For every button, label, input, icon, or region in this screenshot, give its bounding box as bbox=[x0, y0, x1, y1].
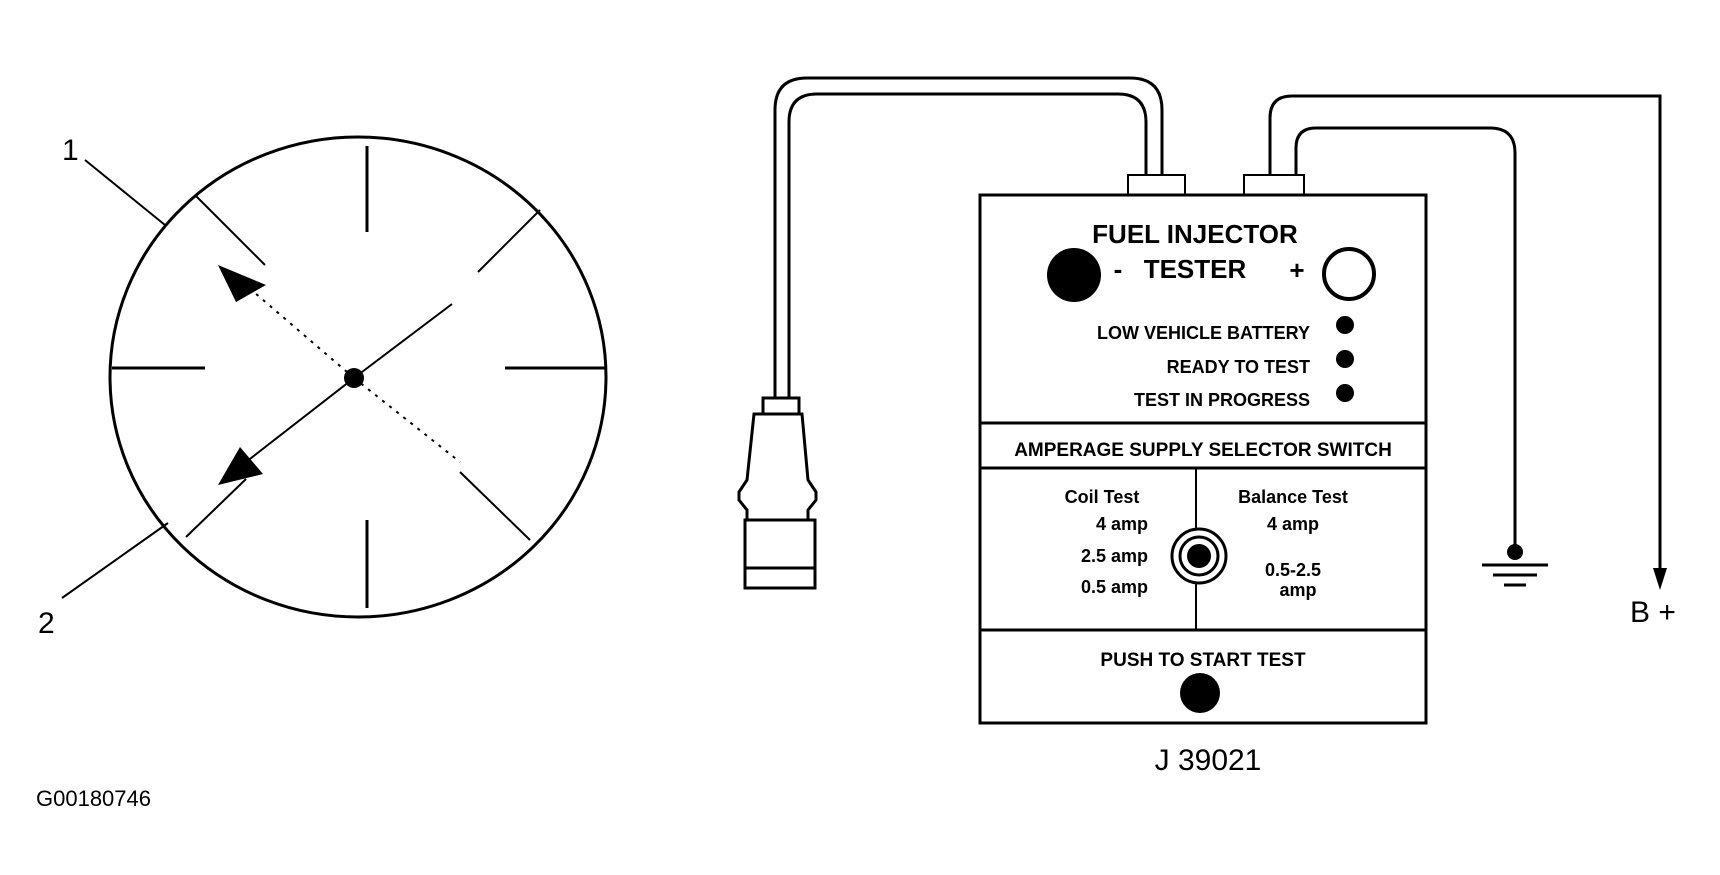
figure-id: G00180746 bbox=[36, 786, 151, 811]
tester-title-line1: FUEL INJECTOR bbox=[1092, 219, 1298, 249]
power-connector bbox=[1243, 174, 1305, 196]
solid-needle-arrowhead bbox=[218, 447, 263, 485]
b-plus-arrowhead bbox=[1653, 568, 1667, 590]
indicator-ready-led bbox=[1336, 350, 1354, 368]
balance-option-range-unit: amp bbox=[1279, 580, 1316, 600]
dial-tick-lower-right bbox=[459, 471, 531, 541]
push-to-start-button[interactable] bbox=[1180, 673, 1220, 713]
tester-model-number: J 39021 bbox=[1155, 744, 1262, 777]
balance-option-range: 0.5-2.5 bbox=[1265, 560, 1321, 580]
probe-cable bbox=[773, 76, 1164, 400]
callout-2-leader bbox=[61, 522, 169, 599]
negative-jack[interactable] bbox=[1047, 248, 1101, 302]
probe-plug bbox=[737, 396, 818, 590]
probe-connector bbox=[1127, 174, 1186, 196]
power-leads bbox=[1268, 94, 1662, 568]
dotted-needle-tail bbox=[353, 377, 461, 463]
dial-pivot bbox=[344, 368, 364, 388]
push-to-start-label: PUSH TO START TEST bbox=[1100, 650, 1306, 671]
indicator-ready-label: READY TO TEST bbox=[1167, 357, 1310, 377]
selector-title: AMPERAGE SUPPLY SELECTOR SWITCH bbox=[1014, 440, 1392, 461]
callout-2-label: 2 bbox=[38, 607, 55, 640]
solid-needle-tail bbox=[353, 303, 453, 379]
dial-tick-upper-right bbox=[477, 209, 541, 273]
selector-switch-knob[interactable] bbox=[1170, 527, 1228, 585]
indicator-low-battery-label: LOW VEHICLE BATTERY bbox=[1097, 323, 1310, 343]
positive-sign: + bbox=[1289, 255, 1304, 285]
dial-tick-upper-left bbox=[194, 194, 266, 266]
callout-1-label: 1 bbox=[62, 134, 79, 167]
indicator-in-progress-led bbox=[1336, 384, 1354, 402]
balance-option-4-amp: 4 amp bbox=[1267, 514, 1319, 534]
dotted-needle-arrowhead bbox=[218, 265, 266, 302]
coil-option-0-5-amp: 0.5 amp bbox=[1081, 577, 1148, 597]
b-plus-label: B + bbox=[1630, 596, 1676, 629]
dotted-needle bbox=[247, 286, 355, 379]
dial-tick-lower-left bbox=[185, 478, 247, 538]
negative-sign: - bbox=[1114, 254, 1123, 284]
coil-option-2-5-amp: 2.5 amp bbox=[1081, 546, 1148, 566]
dial-outline bbox=[108, 135, 608, 619]
indicator-low-battery-led bbox=[1336, 316, 1354, 334]
coil-option-4-amp: 4 amp bbox=[1096, 514, 1148, 534]
fuel-injector-tester: FUEL INJECTOR TESTER - + LOW VEHICLE BAT… bbox=[978, 193, 1428, 725]
tester-title-line2: TESTER bbox=[1144, 254, 1247, 284]
balance-test-title: Balance Test bbox=[1238, 487, 1348, 507]
indicator-in-progress-label: TEST IN PROGRESS bbox=[1134, 390, 1310, 410]
callout-1-leader bbox=[84, 159, 166, 226]
ground-symbol bbox=[1482, 544, 1548, 587]
gauge-dial bbox=[61, 135, 608, 619]
positive-jack[interactable] bbox=[1322, 247, 1376, 301]
solid-needle bbox=[245, 377, 355, 463]
coil-test-title: Coil Test bbox=[1065, 487, 1140, 507]
